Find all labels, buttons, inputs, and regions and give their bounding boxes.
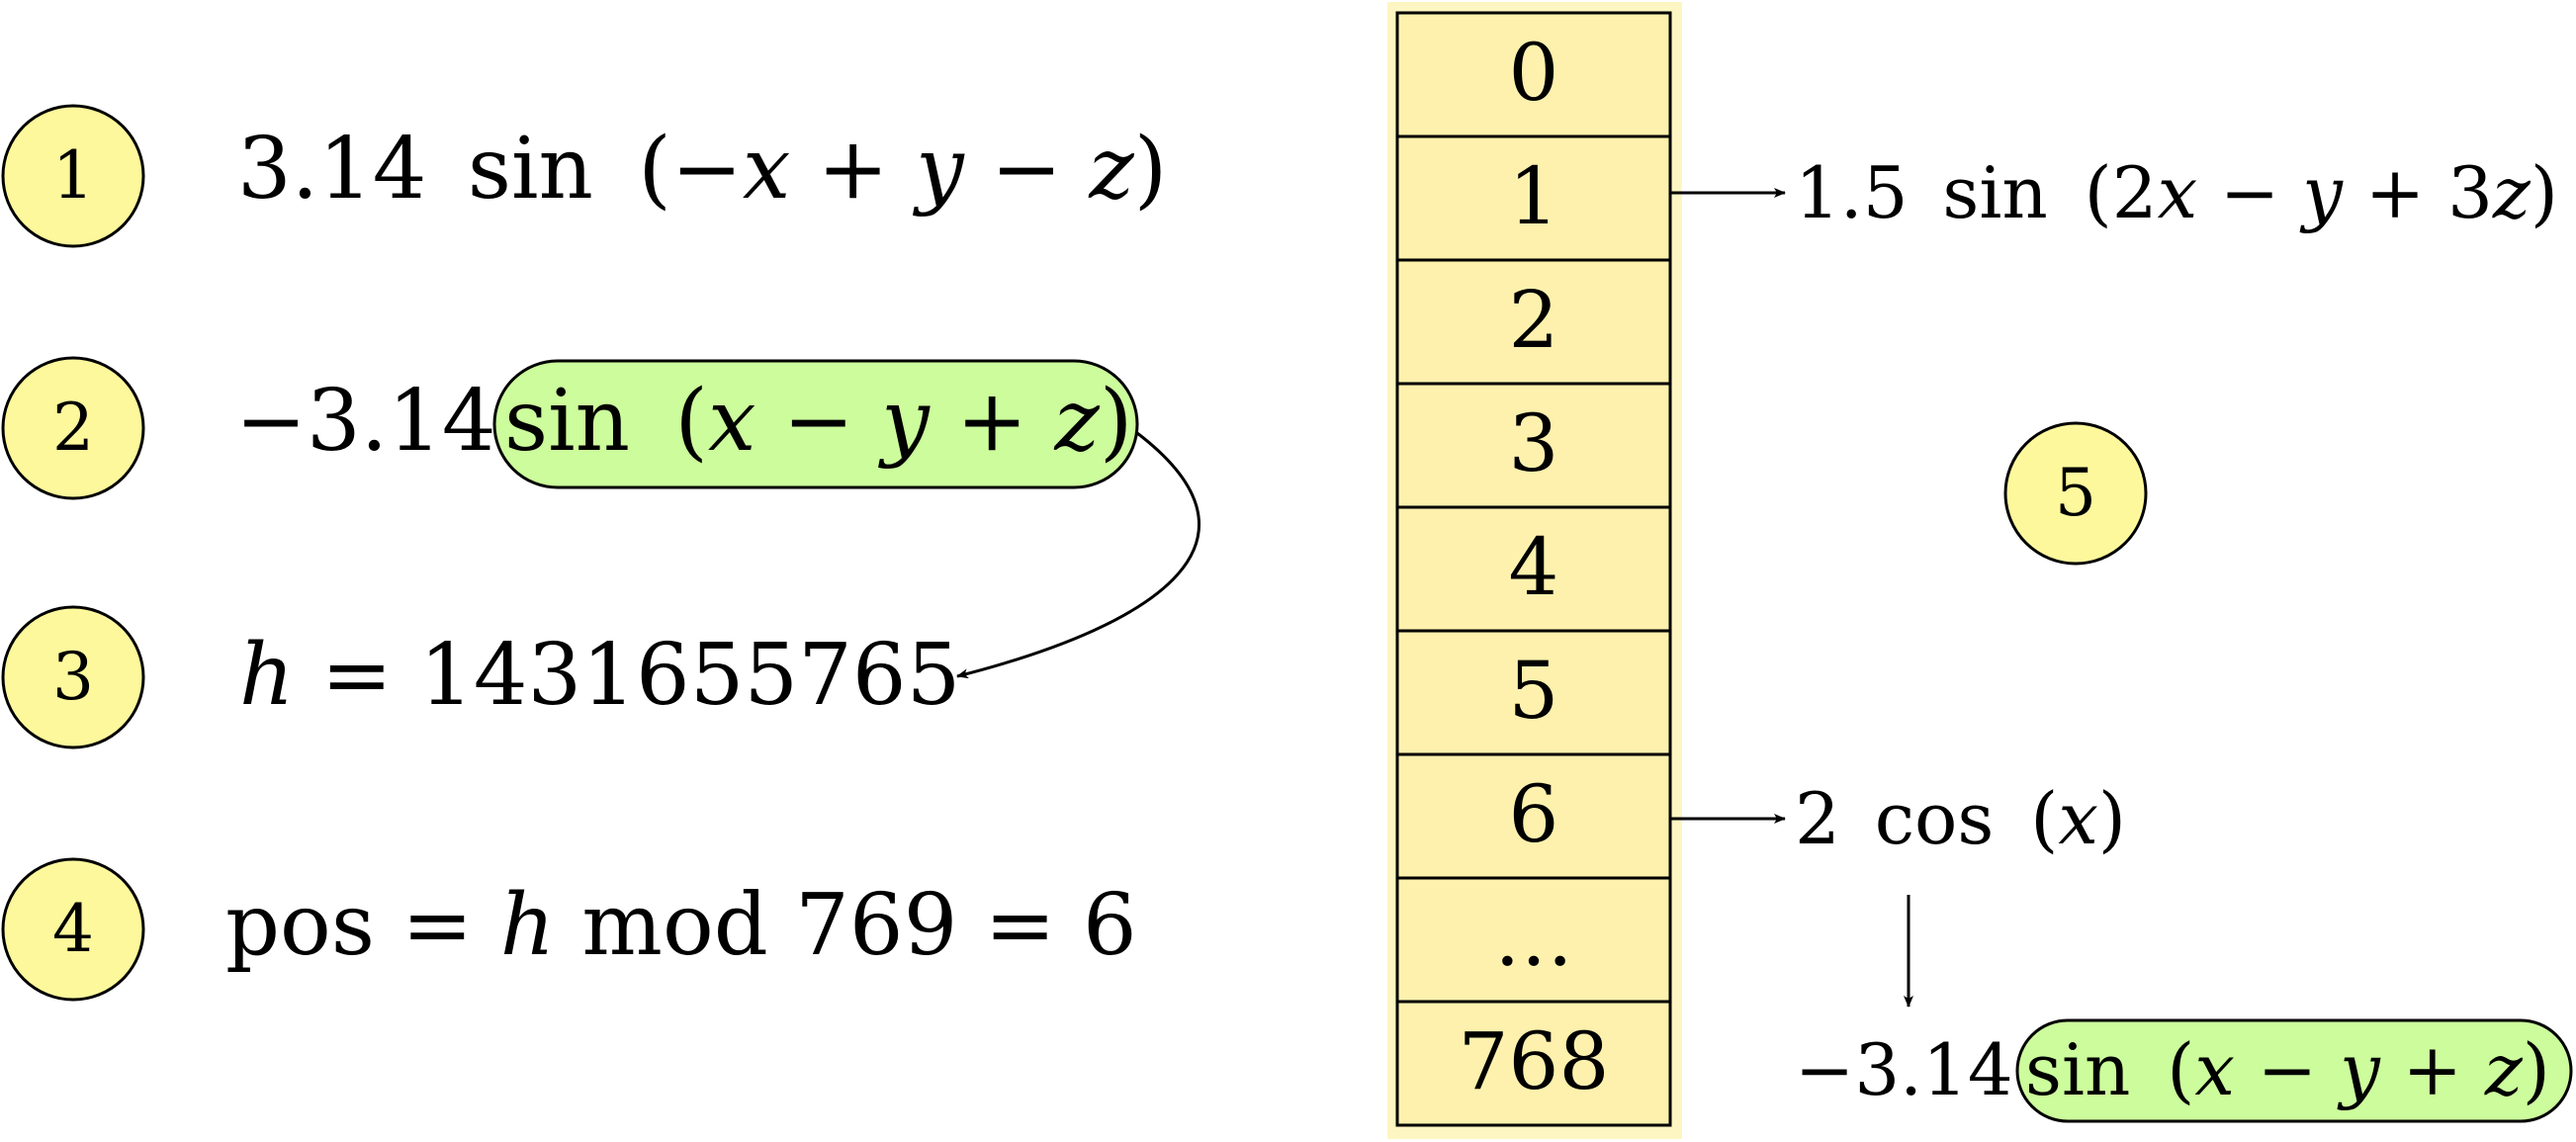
math-variable: y	[877, 372, 931, 471]
step-3-circle	[1, 605, 145, 749]
table-cell	[1395, 1000, 1672, 1127]
result-function: sin	[2025, 1028, 2130, 1111]
math-operator: mod 769 = 6	[555, 876, 1137, 975]
math-operator: +	[790, 120, 916, 219]
step-2-highlighted-term: sin (x − y + z)	[504, 372, 1132, 471]
step-5-circle	[2003, 421, 2148, 566]
math-variable: y	[2299, 151, 2344, 234]
math-operator: (	[2030, 777, 2058, 860]
step-2-number: 2	[52, 390, 94, 466]
math-operator: +	[930, 372, 1055, 471]
table-cell-label: 3	[1509, 397, 1559, 489]
table-cell-label: 0	[1509, 27, 1559, 119]
step-2-argument: (x − y + z)	[674, 372, 1132, 471]
row-1-entry: 1.5 sin (2x − y + 3z)	[1795, 151, 2558, 234]
step-1-circle	[1, 104, 145, 248]
row-1-argument: (2x − y + 3z)	[2085, 151, 2558, 234]
step-2-function: sin	[504, 372, 630, 471]
math-operator: −	[2235, 1028, 2340, 1111]
math-operator: + 3	[2343, 151, 2493, 234]
math-operator: −	[964, 120, 1090, 219]
step-1-argument: (−x + y − z)	[638, 120, 1167, 219]
math-variable: y	[912, 120, 965, 219]
step-5-group: 5	[2003, 421, 2148, 566]
step-1-expression: 3.14 sin (−x + y − z)	[237, 120, 1167, 219]
step-4-group: 4	[1, 857, 145, 1002]
math-operator: (	[2167, 1028, 2194, 1111]
math-variable: y	[2337, 1028, 2381, 1111]
step-3-group: 3	[1, 605, 145, 749]
step-3-number: 3	[52, 639, 94, 715]
step-4-circle	[1, 857, 145, 1002]
step-5-number: 5	[2055, 455, 2096, 531]
table-cell	[1395, 752, 1672, 880]
math-operator: (	[674, 372, 708, 471]
row-6-entry: 2 cos (x)	[1795, 777, 2126, 860]
table-cell-label: 1	[1509, 150, 1559, 242]
step-1-number: 1	[52, 137, 94, 214]
step-2-coefficient: −3.14	[235, 372, 496, 471]
math-operator: pos =	[225, 876, 500, 975]
table-cell	[1395, 876, 1672, 1004]
table-cell	[1395, 11, 1672, 138]
math-operator: = 1431655765	[294, 626, 960, 725]
table-cell-label: 4	[1509, 521, 1559, 613]
row-6-function: cos	[1875, 777, 1995, 860]
math-operator: )	[1134, 120, 1168, 219]
step-2-circle	[1, 356, 145, 500]
step-4-expression: pos = h mod 769 = 6	[225, 876, 1137, 975]
table-cell-label: 6	[1509, 768, 1559, 860]
math-operator: )	[2531, 151, 2558, 234]
row-6-coefficient: 2	[1795, 777, 1840, 860]
math-variable: x	[2058, 777, 2098, 860]
step-1-coefficient: 3.14	[237, 120, 426, 219]
table-cell-label: 768	[1459, 1015, 1610, 1107]
math-variable: z	[1088, 120, 1134, 219]
result-highlighted-term: sin (x − y + z)	[2025, 1028, 2550, 1111]
math-variable: h	[239, 626, 294, 725]
table-cell-label: 5	[1509, 645, 1559, 737]
step-3-expression: h = 1431655765	[239, 626, 960, 725]
result-argument: (x − y + z)	[2167, 1028, 2550, 1111]
table-cell	[1395, 505, 1672, 633]
math-variable: z	[2492, 151, 2532, 234]
step-1-group: 1	[1, 104, 145, 248]
result-coefficient: −3.14	[1795, 1028, 2013, 1111]
math-operator: −	[755, 372, 881, 471]
math-operator: +	[2380, 1028, 2485, 1111]
math-variable: x	[708, 372, 756, 471]
table-cell-label: …	[1494, 892, 1573, 984]
table-cell-label: 2	[1509, 274, 1559, 366]
math-operator: −	[2197, 151, 2302, 234]
row-6-argument: (x)	[2030, 777, 2126, 860]
math-operator: )	[2523, 1028, 2550, 1111]
step-4-number: 4	[52, 891, 94, 967]
math-operator: −	[671, 120, 743, 219]
math-variable: z	[1054, 372, 1101, 471]
step-2-highlight	[492, 359, 1139, 489]
row-1-coefficient: 1.5	[1795, 151, 1909, 234]
table-cell	[1395, 382, 1672, 509]
math-operator: (2	[2085, 151, 2158, 234]
math-operator: (	[638, 120, 671, 219]
step-1-function: sin	[468, 120, 593, 219]
math-operator: )	[2098, 777, 2126, 860]
math-variable: x	[2194, 1028, 2235, 1111]
result-highlight	[2015, 1018, 2573, 1123]
hash-table: 0 1 2 3 4 5 6 … 768	[1395, 11, 1672, 1127]
math-variable: h	[500, 876, 555, 975]
step-2-to-3-arrow	[956, 431, 1200, 679]
row-1-function: sin	[1942, 151, 2047, 234]
math-variable: z	[2484, 1028, 2524, 1111]
math-variable: x	[2158, 151, 2198, 234]
math-variable: x	[743, 120, 791, 219]
step-2-group: 2	[1, 356, 145, 500]
table-cell	[1395, 134, 1672, 262]
table-cell	[1395, 258, 1672, 386]
math-operator: )	[1100, 372, 1133, 471]
